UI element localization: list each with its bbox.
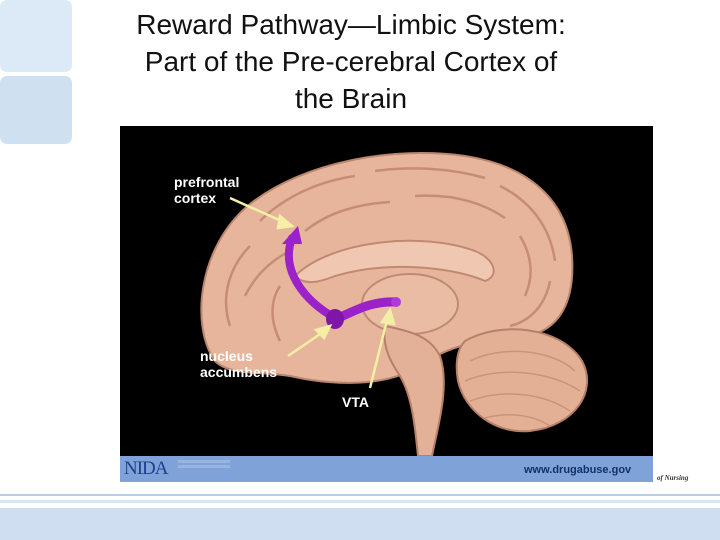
label-vta: VTA [342,394,369,410]
cerebellum-folia [464,350,581,427]
source-url: www.drugabuse.gov [524,464,632,476]
title-line-2: Part of the Pre-cerebral Cortex of [144,46,558,77]
label-nucleus-line-1: nucleus [200,348,253,364]
nucleus-accumbens-node [326,309,344,329]
decorative-square-top [0,0,72,72]
decorative-square-middle [0,76,72,144]
pathway-arrowhead [282,226,302,244]
corpus-callosum [293,239,495,283]
bottom-divider-1 [0,494,720,496]
title-line-3: the Brain [294,83,408,114]
brain-diagram: prefrontal cortex nucleus accumbens VTA … [120,126,653,482]
vta-node [391,297,401,307]
bottom-bar [0,508,720,540]
slide-title: Reward Pathway—Limbic System: Part of th… [95,6,607,117]
label-nucleus-accumbens: nucleus accumbens [200,348,277,380]
label-prefrontal-line-2: cortex [174,190,217,206]
brainstem [383,324,445,457]
nida-logo: NIDA [124,458,168,479]
partial-caption: of Nursing [657,474,689,482]
nida-logo-subtitle-lines [178,460,230,472]
label-prefrontal-line-1: prefrontal [174,174,240,190]
bottom-divider-2 [0,500,720,503]
reward-pathway-ascending [284,234,339,322]
gyri-texture [224,167,557,342]
label-arrows [229,196,396,389]
title-line-1: Reward Pathway—Limbic System: [136,9,566,40]
brain-illustration [200,152,588,457]
label-nucleus-line-2: accumbens [200,364,278,380]
label-prefrontal-cortex: prefrontal cortex [174,174,239,206]
